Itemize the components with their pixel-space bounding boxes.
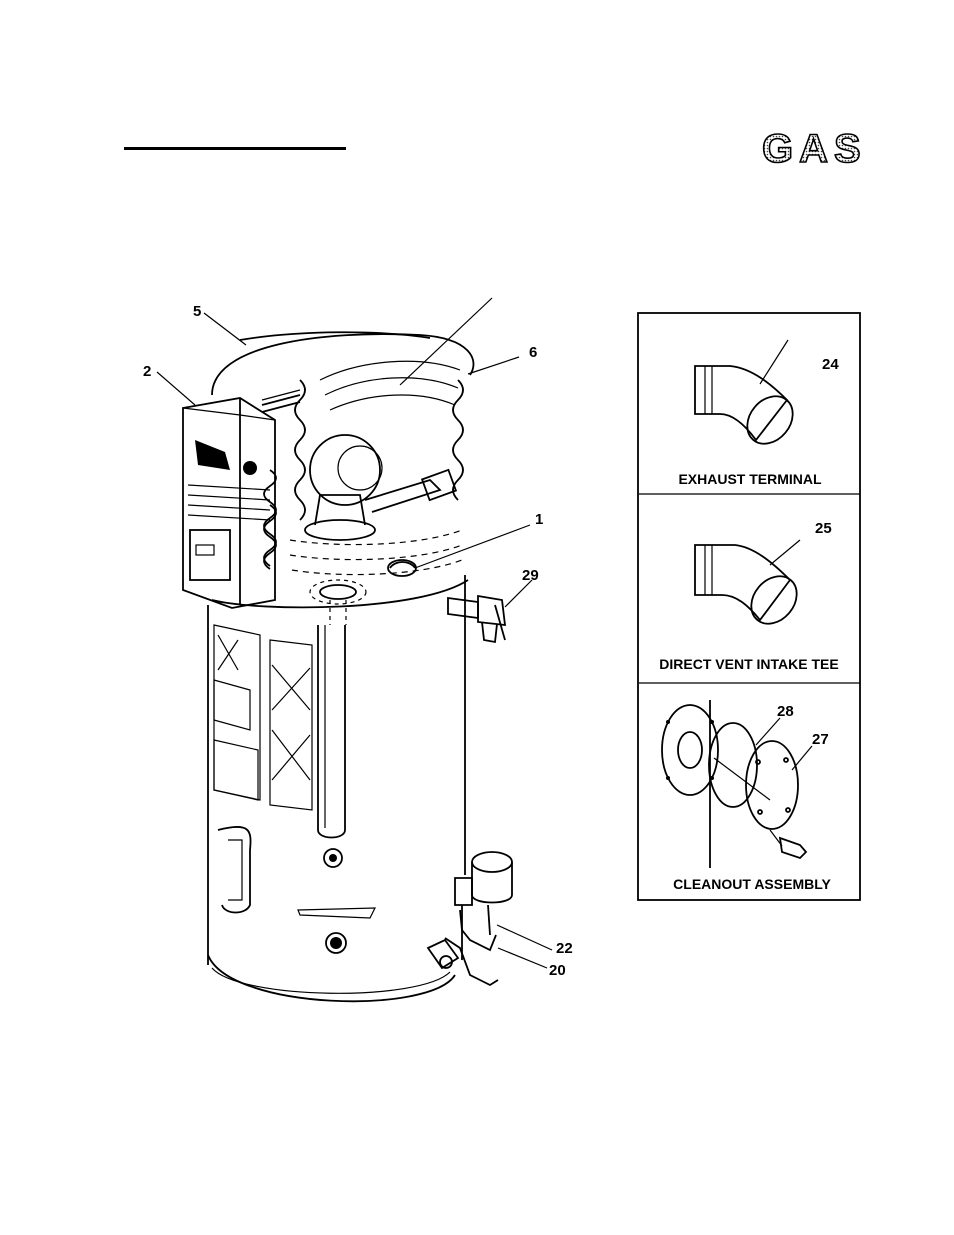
label-exhaust-terminal: EXHAUST TERMINAL [678,471,822,487]
callout-22: 22 [556,940,573,957]
intake-tee-elbow [695,540,806,633]
callout-29: 29 [522,567,539,584]
label-direct-vent-intake-tee: DIRECT VENT INTAKE TEE [659,656,838,672]
inset-parts-panel [638,313,860,900]
callout-1: 1 [535,511,543,528]
water-heater-tank [208,332,473,1001]
callout-6: 6 [529,344,537,361]
callout-24: 24 [822,356,839,373]
label-cleanout-assembly: CLEANOUT ASSEMBLY [673,876,831,892]
callout-25: 25 [815,520,832,537]
leader-lines [157,298,552,968]
callout-28: 28 [777,703,794,720]
callout-20: 20 [549,962,566,979]
callout-2: 2 [143,363,151,380]
drain-and-gas-fittings [428,852,512,985]
cleanout-assembly-parts [662,700,812,868]
callout-27: 27 [812,731,829,748]
relief-valve [448,596,505,642]
exhaust-terminal-elbow [695,340,802,453]
gas-control-module [183,390,300,608]
callout-5: 5 [193,303,201,320]
